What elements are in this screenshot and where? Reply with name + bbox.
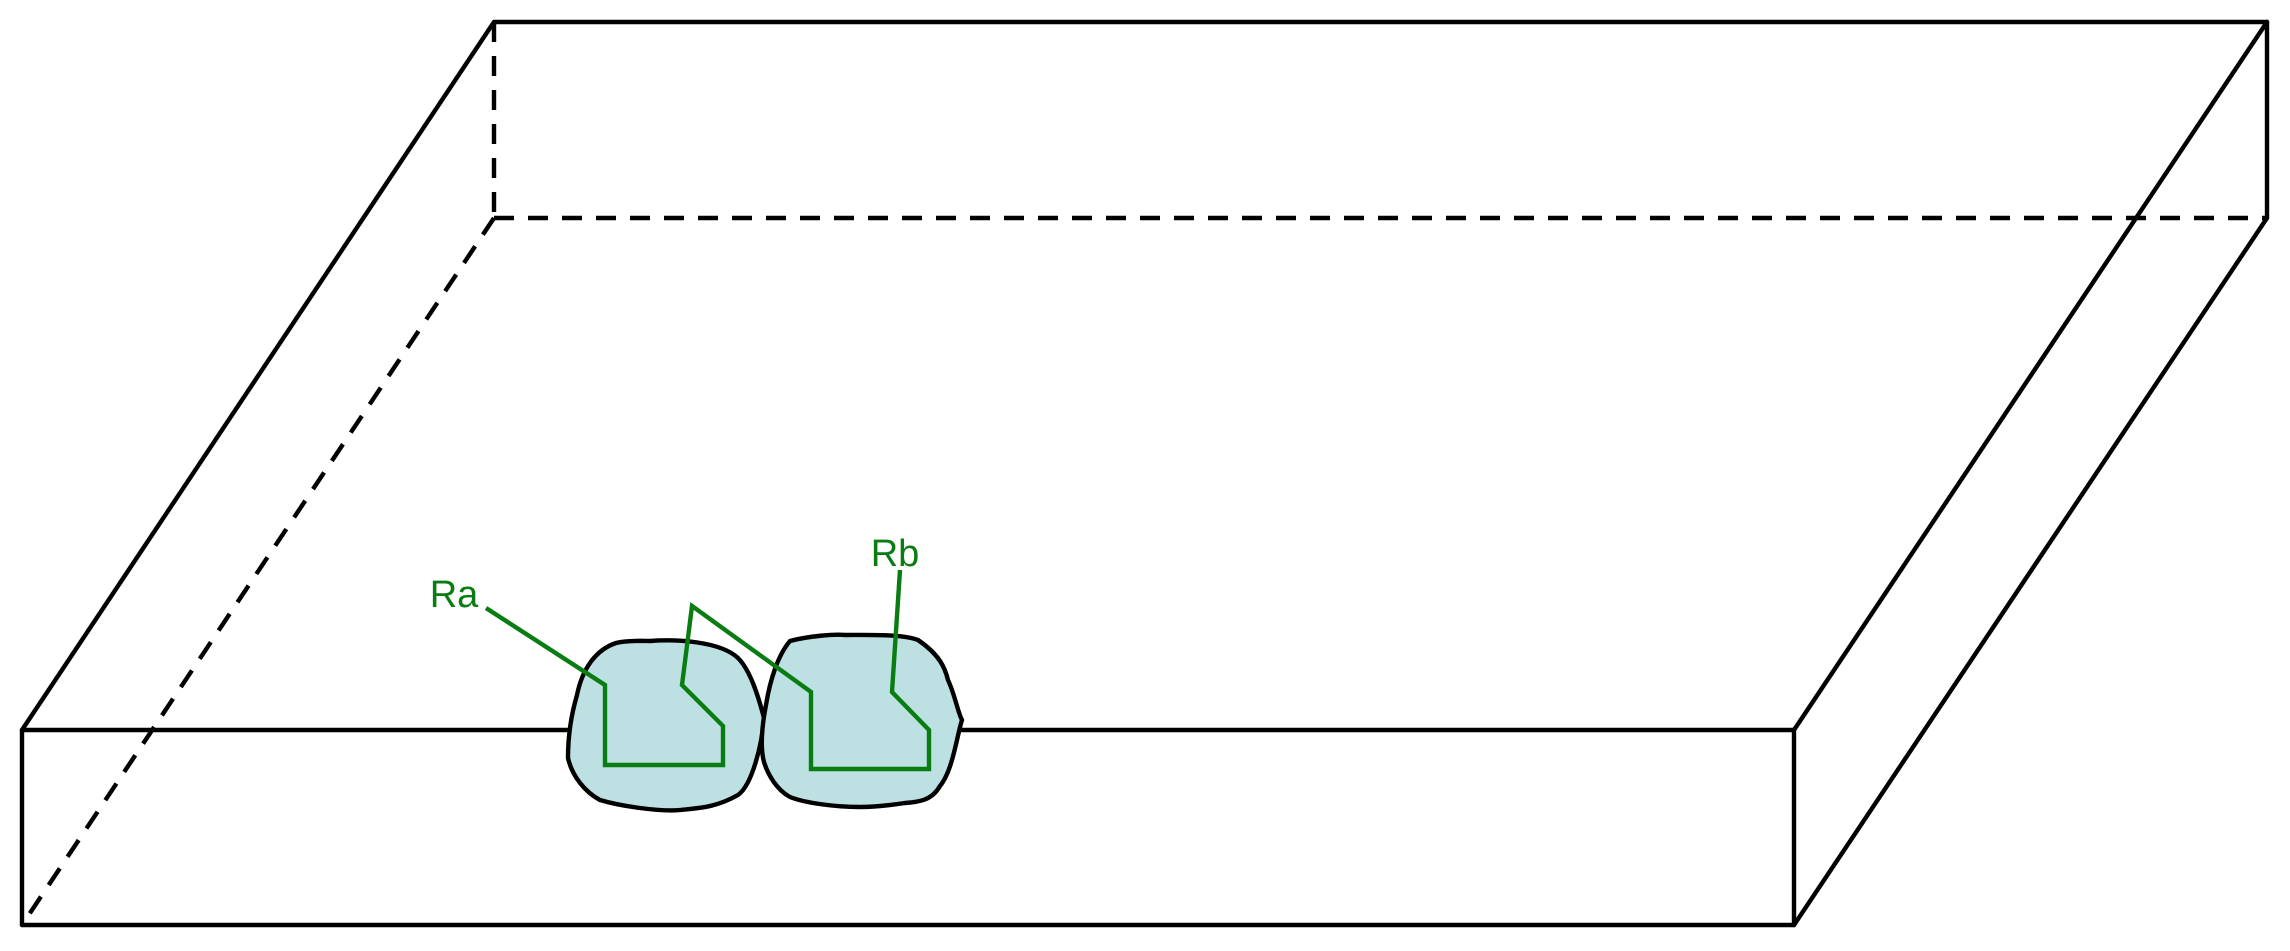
label-ra: Ra: [430, 574, 479, 616]
leader-ra: [484, 569, 932, 772]
label-rb: Rb: [871, 533, 920, 575]
edge-top-left: [19, 19, 497, 733]
edge-bottom-right: [1791, 215, 2270, 928]
particle-a: [565, 638, 767, 813]
edge-top-right: [1791, 19, 2270, 733]
particle-b: [759, 632, 965, 810]
hidden-edge-left-bottom: [20, 216, 496, 927]
hidden-edges: [20, 22, 2267, 927]
visible-edges: [19, 19, 2270, 928]
